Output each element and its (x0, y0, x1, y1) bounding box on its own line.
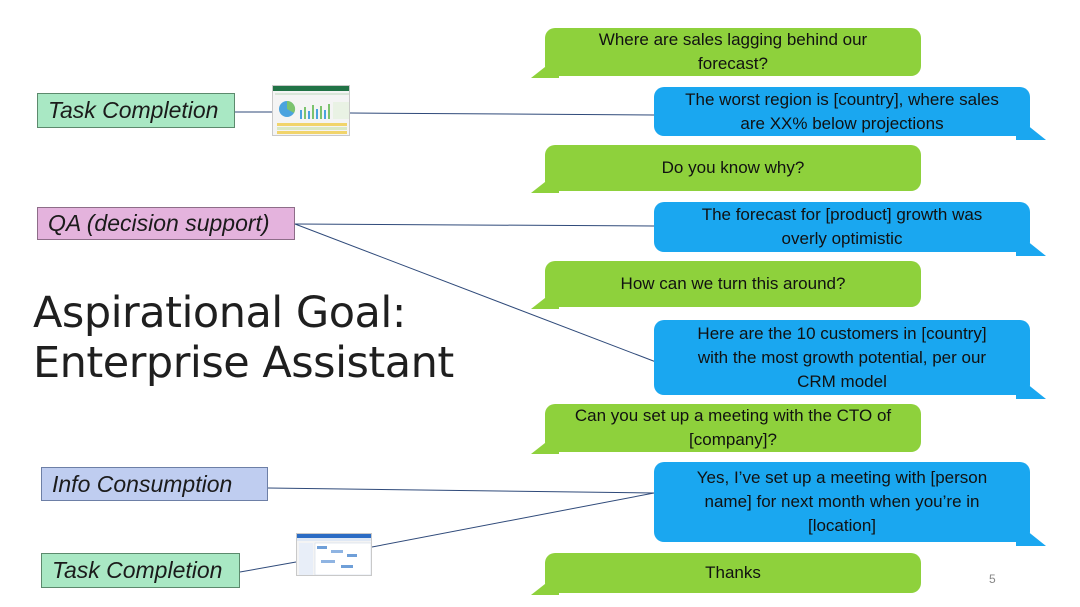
bubble-tail (1016, 375, 1046, 399)
user-message-thanks: Thanks (531, 553, 921, 595)
agent-message-meeting-set: Yes, I’ve set up a meeting with [person … (654, 462, 1046, 546)
message-text: Here are the 10 customers in [country] w… (697, 323, 987, 391)
message-text: Yes, I’ve set up a meeting with [person … (696, 468, 988, 535)
message-text: Do you know why? (661, 158, 805, 177)
user-message-sales-lagging: Where are sales lagging behind our forec… (531, 28, 921, 78)
bubble-tail (531, 432, 559, 454)
agent-message-forecast-optimistic: The forecast for [product] growth was ov… (654, 202, 1046, 256)
tag-task-completion-top: Task Completion (37, 93, 235, 128)
connector-spreadsheet-to-answer (349, 112, 655, 116)
bubble-tail (531, 171, 559, 193)
message-text: Thanks (705, 563, 761, 582)
message-text: How can we turn this around? (620, 274, 846, 293)
calendar-app-icon (297, 534, 371, 575)
connector-calendar-to-meeting (371, 492, 655, 548)
tag-qa-decision-support: QA (decision support) (37, 207, 295, 240)
bubble-tail (1016, 522, 1046, 546)
bubble-tail (531, 287, 559, 309)
user-message-know-why: Do you know why? (531, 145, 921, 193)
connector-qa-to-forecast (294, 223, 655, 227)
tag-label: QA (decision support) (48, 210, 270, 236)
page-number: 5 (989, 572, 996, 586)
agent-message-worst-region: The worst region is [country], where sal… (654, 87, 1046, 140)
message-text: The forecast for [product] growth was ov… (701, 205, 983, 248)
slide-title: Aspirational Goal: Enterprise Assistant (33, 288, 454, 388)
tag-label: Info Consumption (52, 470, 233, 497)
connector-info-to-meeting (267, 487, 655, 494)
message-text: The worst region is [country], where sal… (685, 89, 999, 133)
tag-task-completion-bottom: Task Completion (41, 553, 240, 588)
title-line-2: Enterprise Assistant (33, 338, 454, 388)
calendar-thumbnail (296, 533, 372, 576)
message-text: Where are sales lagging behind our forec… (598, 30, 868, 73)
user-message-turn-around: How can we turn this around? (531, 261, 921, 309)
bubble-tail (531, 573, 559, 595)
message-text: Can you set up a meeting with the CTO of… (574, 406, 892, 449)
connector-task-completion-bottom (239, 561, 297, 573)
tag-label: Task Completion (48, 97, 219, 123)
bubble-tail (531, 56, 559, 78)
user-message-set-up-meeting: Can you set up a meeting with the CTO of… (531, 404, 921, 454)
bubble-tail (1016, 232, 1046, 256)
spreadsheet-thumbnail (272, 85, 350, 136)
tag-label: Task Completion (52, 557, 223, 583)
bubble-tail (1016, 116, 1046, 140)
title-line-1: Aspirational Goal: (33, 288, 406, 338)
agent-message-top-customers: Here are the 10 customers in [country] w… (654, 320, 1046, 399)
tag-info-consumption: Info Consumption (41, 467, 268, 501)
spreadsheet-dashboard-icon (273, 86, 349, 134)
